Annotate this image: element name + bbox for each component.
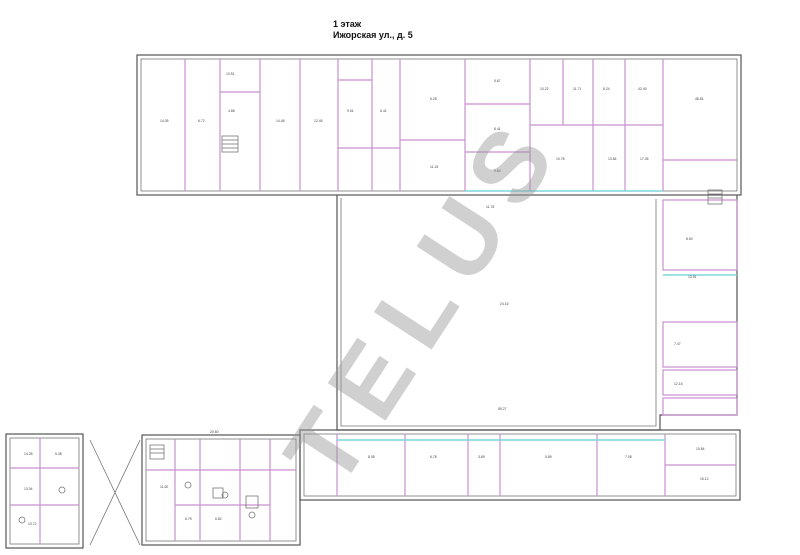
dim-label: 20.60 <box>210 430 219 434</box>
dim-label: 55.27 <box>498 407 507 411</box>
dim-label: 4.86 <box>228 109 235 113</box>
dim-label: 8.41 <box>494 127 501 131</box>
dim-label: 5.38 <box>55 452 62 456</box>
dim-label: 14.28 <box>24 452 33 456</box>
dim-label: 7.47 <box>674 342 681 346</box>
dim-label: 3.69 <box>478 455 485 459</box>
dim-label: 11.60 <box>160 485 168 489</box>
dim-label: 10.72 <box>28 522 37 526</box>
dim-label: 7.08 <box>625 455 632 459</box>
bottom-left-block <box>141 434 301 546</box>
dim-label: 9.64 <box>494 169 501 173</box>
dimension-labels: 14.05 6.72 10.51 4.86 14.48 12.45 9.51 6… <box>24 72 709 526</box>
dim-label: 13.91 <box>688 275 697 279</box>
dim-label: 13.04 <box>24 487 33 491</box>
dim-label: 10.84 <box>696 447 705 451</box>
dim-label: 6.79 <box>185 517 192 521</box>
dim-label: 10.51 <box>226 72 235 76</box>
dim-label: 6.72 <box>198 119 205 123</box>
dim-label: 9.51 <box>347 109 354 113</box>
dim-label: 15.12 <box>700 477 709 481</box>
central-hall <box>336 189 738 431</box>
far-left-building <box>5 433 141 549</box>
dim-label: 6.82 <box>215 517 222 521</box>
dim-label: 42.49 <box>638 87 647 91</box>
dim-label: 48.81 <box>695 97 704 101</box>
dim-label: 6.28 <box>430 97 437 101</box>
dim-label: 24.16 <box>500 302 509 306</box>
top-wing <box>136 54 742 196</box>
dim-label: 14.48 <box>276 119 285 123</box>
dim-label: 8.24 <box>603 87 610 91</box>
address-title: Ижорская ул., д. 5 <box>333 30 413 40</box>
dim-label: 12.45 <box>314 119 323 123</box>
dim-label: 11.15 <box>430 165 438 169</box>
dim-label: 8.50 <box>686 237 693 241</box>
dim-label: 13.84 <box>608 157 617 161</box>
dim-label: 11.71 <box>573 87 581 91</box>
dim-label: 6.41 <box>380 109 387 113</box>
dim-label: 5.89 <box>545 455 552 459</box>
dim-label: 6.78 <box>430 455 437 459</box>
dim-label: 17.45 <box>640 157 649 161</box>
dim-label: 11.78 <box>486 205 494 209</box>
dim-label: 10.22 <box>540 87 549 91</box>
dim-label: 10.78 <box>556 157 565 161</box>
bottom-wing <box>299 429 741 501</box>
dim-label: 8.08 <box>368 455 375 459</box>
floor-title: 1 этаж <box>333 19 362 29</box>
dim-label: 12.15 <box>674 382 683 386</box>
dim-label: 9.67 <box>494 79 501 83</box>
dim-label: 14.05 <box>160 119 169 123</box>
